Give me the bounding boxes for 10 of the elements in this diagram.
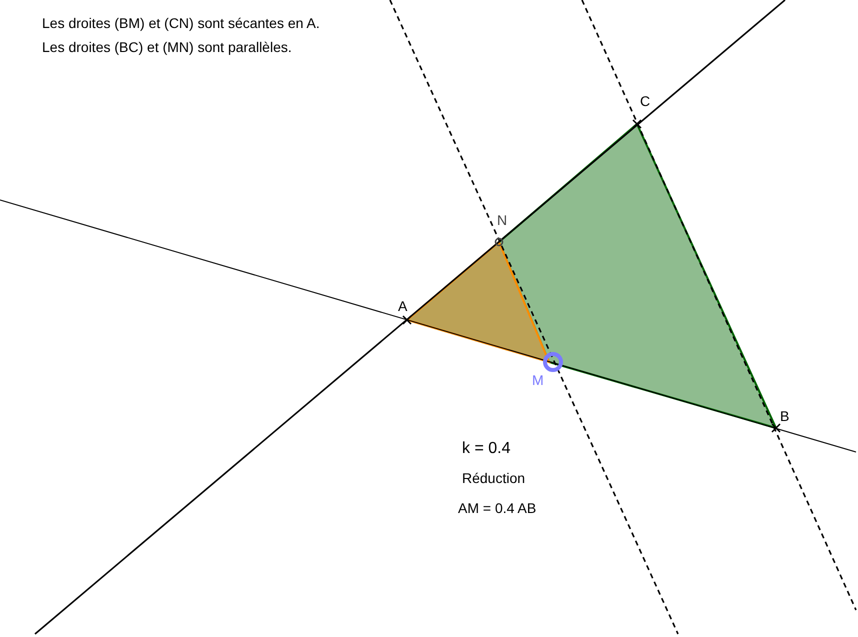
note-text: Les droites (BM) et (CN) sont sécantes en A. [42, 15, 320, 32]
ratio-type: Réduction [462, 470, 526, 487]
point-label: B [780, 408, 790, 425]
equation-text: AM = 0.4 AB [458, 500, 536, 517]
point-label: N [497, 212, 508, 229]
point-label: A [398, 298, 408, 315]
point-label: C [640, 93, 650, 110]
point-label: M [532, 372, 544, 389]
ratio-value: k = 0.4 [462, 440, 510, 457]
note-text: Les droites (BC) et (MN) sont parallèles. [42, 39, 292, 56]
